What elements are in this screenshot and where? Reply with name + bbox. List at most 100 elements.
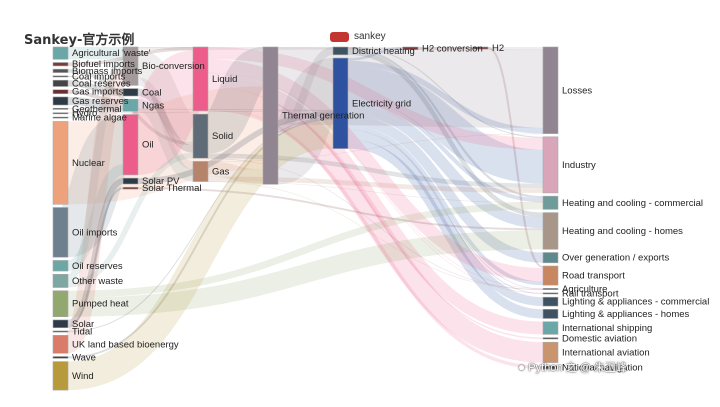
link-tidal-to-electricity-grid[interactable] xyxy=(67,117,334,332)
node-solar-thermal[interactable] xyxy=(122,186,139,190)
link-h2-conversion-to-losses[interactable] xyxy=(417,49,544,51)
link-electricity-grid-to-heating-and-cooling-commercial[interactable] xyxy=(347,100,544,203)
link-other-waste-to-bio-conversion[interactable] xyxy=(66,59,125,282)
node-industry[interactable] xyxy=(542,136,559,194)
link-gas-to-agriculture[interactable] xyxy=(207,181,544,290)
node-heating-and-cooling-homes[interactable] xyxy=(542,212,559,250)
link-gas-imports-to-ngas[interactable] xyxy=(67,89,124,104)
link-wave-to-electricity-grid[interactable] xyxy=(67,118,334,359)
node-losses[interactable] xyxy=(542,46,559,134)
node-marine-algae[interactable] xyxy=(52,116,69,119)
link-pumped-heat-to-heating-and-cooling-commercial[interactable] xyxy=(67,202,544,298)
link-solar-to-solar-pv[interactable] xyxy=(67,178,124,326)
link-electricity-grid-to-lighting-appliances-homes[interactable] xyxy=(347,139,544,319)
node-bio-conversion[interactable] xyxy=(122,46,139,86)
link-electricity-grid-to-losses[interactable] xyxy=(347,60,544,134)
link-electricity-grid-to-agriculture[interactable] xyxy=(347,129,544,290)
link-electricity-grid-to-h2-conversion[interactable] xyxy=(347,46,404,61)
link-electricity-grid-to-road-transport[interactable] xyxy=(347,125,544,286)
node-oil-reserves[interactable] xyxy=(52,260,69,272)
node-international-aviation[interactable] xyxy=(542,341,559,363)
node-wave[interactable] xyxy=(52,356,69,359)
link-gas-reserves-to-ngas[interactable] xyxy=(67,96,124,112)
link-coal-to-solid[interactable] xyxy=(137,88,194,153)
node-thermal-generation[interactable] xyxy=(262,46,279,185)
node-h2-conversion[interactable] xyxy=(402,46,419,50)
node-agriculture[interactable] xyxy=(542,288,559,290)
node-heating-and-cooling-commercial[interactable] xyxy=(542,195,559,210)
node-national-navigation[interactable] xyxy=(542,365,559,370)
link-pumped-heat-to-heating-and-cooling-homes[interactable] xyxy=(67,230,544,317)
link-ngas-to-gas[interactable] xyxy=(136,99,195,182)
node-solar[interactable] xyxy=(52,319,69,329)
legend-swatch[interactable] xyxy=(330,31,349,42)
legend-label[interactable]: sankey xyxy=(354,31,386,42)
node-solar-pv[interactable] xyxy=(122,177,139,185)
node-lighting-appliances-commercial[interactable] xyxy=(542,296,559,307)
node-coal-reserves[interactable] xyxy=(52,79,69,87)
node-uk-land-based-bioenergy[interactable] xyxy=(52,335,69,354)
node-agricultural-waste[interactable] xyxy=(52,46,69,60)
link-bio-conversion-to-solid[interactable] xyxy=(135,49,196,142)
link-h2-to-road-transport[interactable] xyxy=(487,47,544,269)
node-rail-transport[interactable] xyxy=(542,292,559,295)
link-electricity-grid-to-rail-transport[interactable] xyxy=(347,129,544,295)
link-other-waste-to-solid[interactable] xyxy=(67,152,194,288)
node-liquid[interactable] xyxy=(192,46,209,112)
node-gas-reserves[interactable] xyxy=(52,96,69,106)
node-hydro[interactable] xyxy=(52,112,69,115)
link-electricity-grid-to-industry[interactable] xyxy=(347,66,544,184)
node-label-biofuel-imports: Biofuel imports xyxy=(72,59,135,70)
link-solid-to-thermal-generation[interactable] xyxy=(203,47,268,154)
link-nuclear-to-thermal-generation[interactable] xyxy=(67,86,264,205)
link-solar-to-solar-thermal[interactable] xyxy=(67,187,124,328)
node-biofuel-imports[interactable] xyxy=(52,62,69,67)
link-electricity-grid-to-over-generation-exports[interactable] xyxy=(347,115,544,263)
link-solar-thermal-to-heating-and-cooling-homes[interactable] xyxy=(137,187,544,231)
link-bio-conversion-to-gas[interactable] xyxy=(137,77,194,170)
link-district-heating-to-heating-and-cooling-commercial[interactable] xyxy=(347,48,544,199)
link-oil-imports-to-oil[interactable] xyxy=(57,114,134,258)
node-over-generation-exports[interactable] xyxy=(542,252,559,264)
node-gas-imports[interactable] xyxy=(52,89,69,95)
node-nuclear[interactable] xyxy=(52,121,69,205)
link-electricity-grid-to-lighting-appliances-commercial[interactable] xyxy=(347,130,544,307)
node-pumped-heat[interactable] xyxy=(52,290,69,318)
link-district-heating-to-industry[interactable] xyxy=(347,47,544,138)
node-solid[interactable] xyxy=(192,113,209,159)
link-district-heating-to-heating-and-cooling-homes[interactable] xyxy=(347,50,544,218)
node-other-waste[interactable] xyxy=(52,273,69,288)
link-wind-to-electricity-grid[interactable] xyxy=(67,119,334,391)
node-tidal[interactable] xyxy=(52,330,69,333)
link-coal-reserves-to-coal[interactable] xyxy=(67,80,124,97)
node-coal-imports[interactable] xyxy=(52,75,69,78)
link-thermal-generation-to-district-heating[interactable] xyxy=(277,47,334,133)
legend[interactable]: sankey xyxy=(330,31,386,42)
node-wind[interactable] xyxy=(52,361,69,391)
node-oil-imports[interactable] xyxy=(52,207,69,258)
link-oil-to-liquid[interactable] xyxy=(127,50,204,175)
node-electricity-grid[interactable] xyxy=(332,57,349,149)
link-thermal-generation-to-electricity-grid[interactable] xyxy=(268,58,343,185)
node-gas[interactable] xyxy=(192,161,209,182)
link-solar-pv-to-electricity-grid[interactable] xyxy=(137,111,334,185)
node-geothermal[interactable] xyxy=(52,107,69,110)
link-gas-to-thermal-generation[interactable] xyxy=(207,161,264,185)
node-ngas[interactable] xyxy=(122,98,139,112)
node-district-heating[interactable] xyxy=(332,46,349,56)
node-h2[interactable] xyxy=(472,46,489,50)
node-domestic-aviation[interactable] xyxy=(542,337,559,340)
link-electricity-grid-to-heating-and-cooling-homes[interactable] xyxy=(347,104,544,229)
node-biomass-imports[interactable] xyxy=(52,68,69,73)
node-oil[interactable] xyxy=(122,114,139,176)
link-thermal-generation-to-losses[interactable] xyxy=(277,46,544,128)
node-lighting-appliances-homes[interactable] xyxy=(542,308,559,319)
link-uk-land-based-bioenergy-to-bio-conversion[interactable] xyxy=(63,67,128,354)
link-oil-reserves-to-oil[interactable] xyxy=(66,164,125,272)
link-marine-algae-to-bio-conversion[interactable] xyxy=(67,59,124,118)
node-coal[interactable] xyxy=(122,88,139,97)
link-coal-imports-to-coal[interactable] xyxy=(67,75,124,90)
node-road-transport[interactable] xyxy=(542,265,559,286)
link-hydro-to-electricity-grid[interactable] xyxy=(67,110,334,114)
node-international-shipping[interactable] xyxy=(542,321,559,335)
